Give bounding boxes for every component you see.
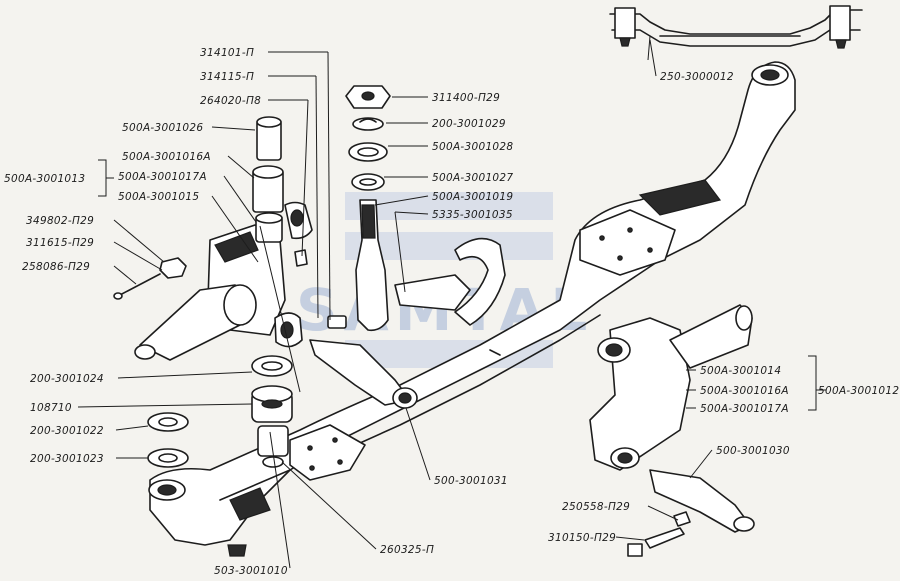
label-503-3001010: 503-3001010 <box>214 565 288 577</box>
label-500A-3001015: 500А-3001015 <box>118 191 199 203</box>
label-264020-P8: 264020-П8 <box>200 95 261 107</box>
left-steering-knuckle <box>134 201 313 361</box>
lower-left-bearings <box>147 355 293 468</box>
label-500A-3001016A-left: 500А-3001016А <box>122 151 211 163</box>
left-kingpin-bushings <box>113 116 347 329</box>
label-500A-3001016A-right: 500А-3001016А <box>700 385 789 397</box>
label-200-3001029: 200-3001029 <box>432 118 506 130</box>
label-500A-3001026: 500А-3001026 <box>122 122 203 134</box>
label-500A-3001028: 500А-3001028 <box>432 141 513 153</box>
label-500A-3001017A-right: 500А-3001017А <box>700 403 789 415</box>
leader-lines <box>77 39 826 569</box>
label-500A-3001012: 500А-3001012 <box>818 385 899 397</box>
label-500A-3001013: 500А-3001013 <box>4 173 85 185</box>
part-labels: 250-3000012 314101-П 314115-П 264020-П8 … <box>4 47 899 577</box>
front-axle-beam <box>148 61 796 557</box>
label-500-3001031: 500-3001031 <box>434 475 508 487</box>
label-250558-P29: 250558-П29 <box>562 501 630 513</box>
label-258086-P29: 258086-П29 <box>22 261 90 273</box>
label-200-3001023: 200-3001023 <box>30 453 104 465</box>
label-200-3001024: 200-3001024 <box>30 373 104 385</box>
assembled-axle-thumbnail <box>609 5 863 61</box>
label-311400-P29: 311400-П29 <box>432 92 500 104</box>
label-260325-P: 260325-П <box>380 544 434 556</box>
label-108710: 108710 <box>30 402 72 414</box>
label-314115-P: 314115-П <box>200 71 254 83</box>
label-5335-3001035: 5335-3001035 <box>432 209 513 221</box>
label-200-3001022: 200-3001022 <box>30 425 104 437</box>
label-500A-3001014: 500А-3001014 <box>700 365 781 377</box>
center-tie-rod-stack <box>309 85 506 409</box>
label-500A-3001019: 500А-3001019 <box>432 191 513 203</box>
label-500A-3001027: 500А-3001027 <box>432 172 513 184</box>
label-349802-P29: 349802-П29 <box>26 215 94 227</box>
label-500A-3001017A-left: 500А-3001017А <box>118 171 207 183</box>
right-steering-knuckle <box>589 304 755 557</box>
label-311615-P29: 311615-П29 <box>26 237 94 249</box>
label-310150-P29: 310150-П29 <box>548 532 616 544</box>
label-500-3001030: 500-3001030 <box>716 445 790 457</box>
label-250-3000012: 250-3000012 <box>660 71 734 83</box>
label-314101-P: 314101-П <box>200 47 254 59</box>
